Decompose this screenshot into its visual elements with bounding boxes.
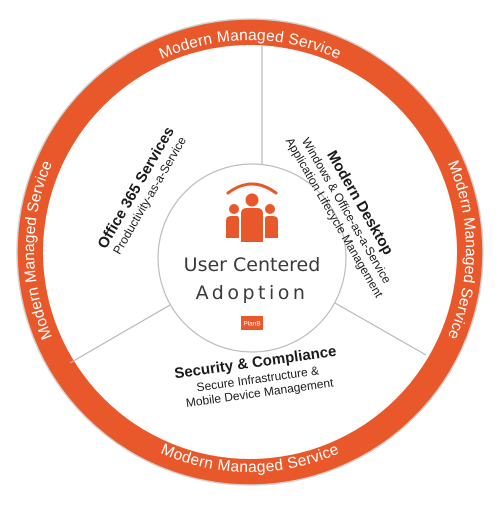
center-circle xyxy=(157,163,347,353)
divider-right xyxy=(334,302,427,356)
planb-logo: PlanB xyxy=(241,316,263,330)
logo-text: PlanB xyxy=(243,321,260,328)
center-title: User Centered xyxy=(184,254,321,276)
divider-left xyxy=(69,304,171,364)
center-subtitle: Adoption xyxy=(196,282,309,304)
people-group-icon xyxy=(226,182,278,242)
